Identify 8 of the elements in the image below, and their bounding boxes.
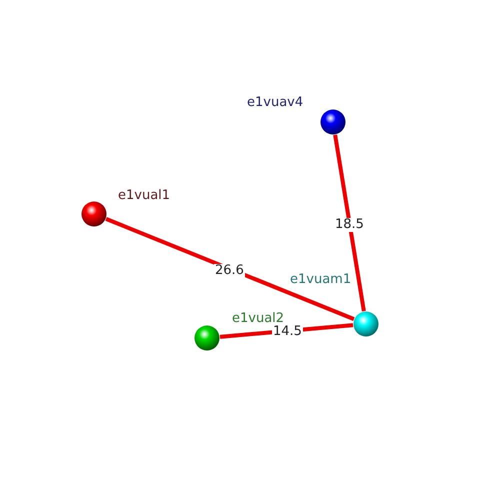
node-label: e1vual2: [232, 311, 284, 326]
edge-label: 26.6: [214, 264, 245, 278]
node-label: e1vuav4: [247, 95, 304, 110]
connector-line: [105, 217, 355, 321]
edge-label: 18.5: [334, 218, 365, 232]
node-label: e1vual1: [118, 188, 170, 203]
connector-line: [333, 134, 366, 312]
node-label: e1vuam1: [290, 272, 352, 287]
